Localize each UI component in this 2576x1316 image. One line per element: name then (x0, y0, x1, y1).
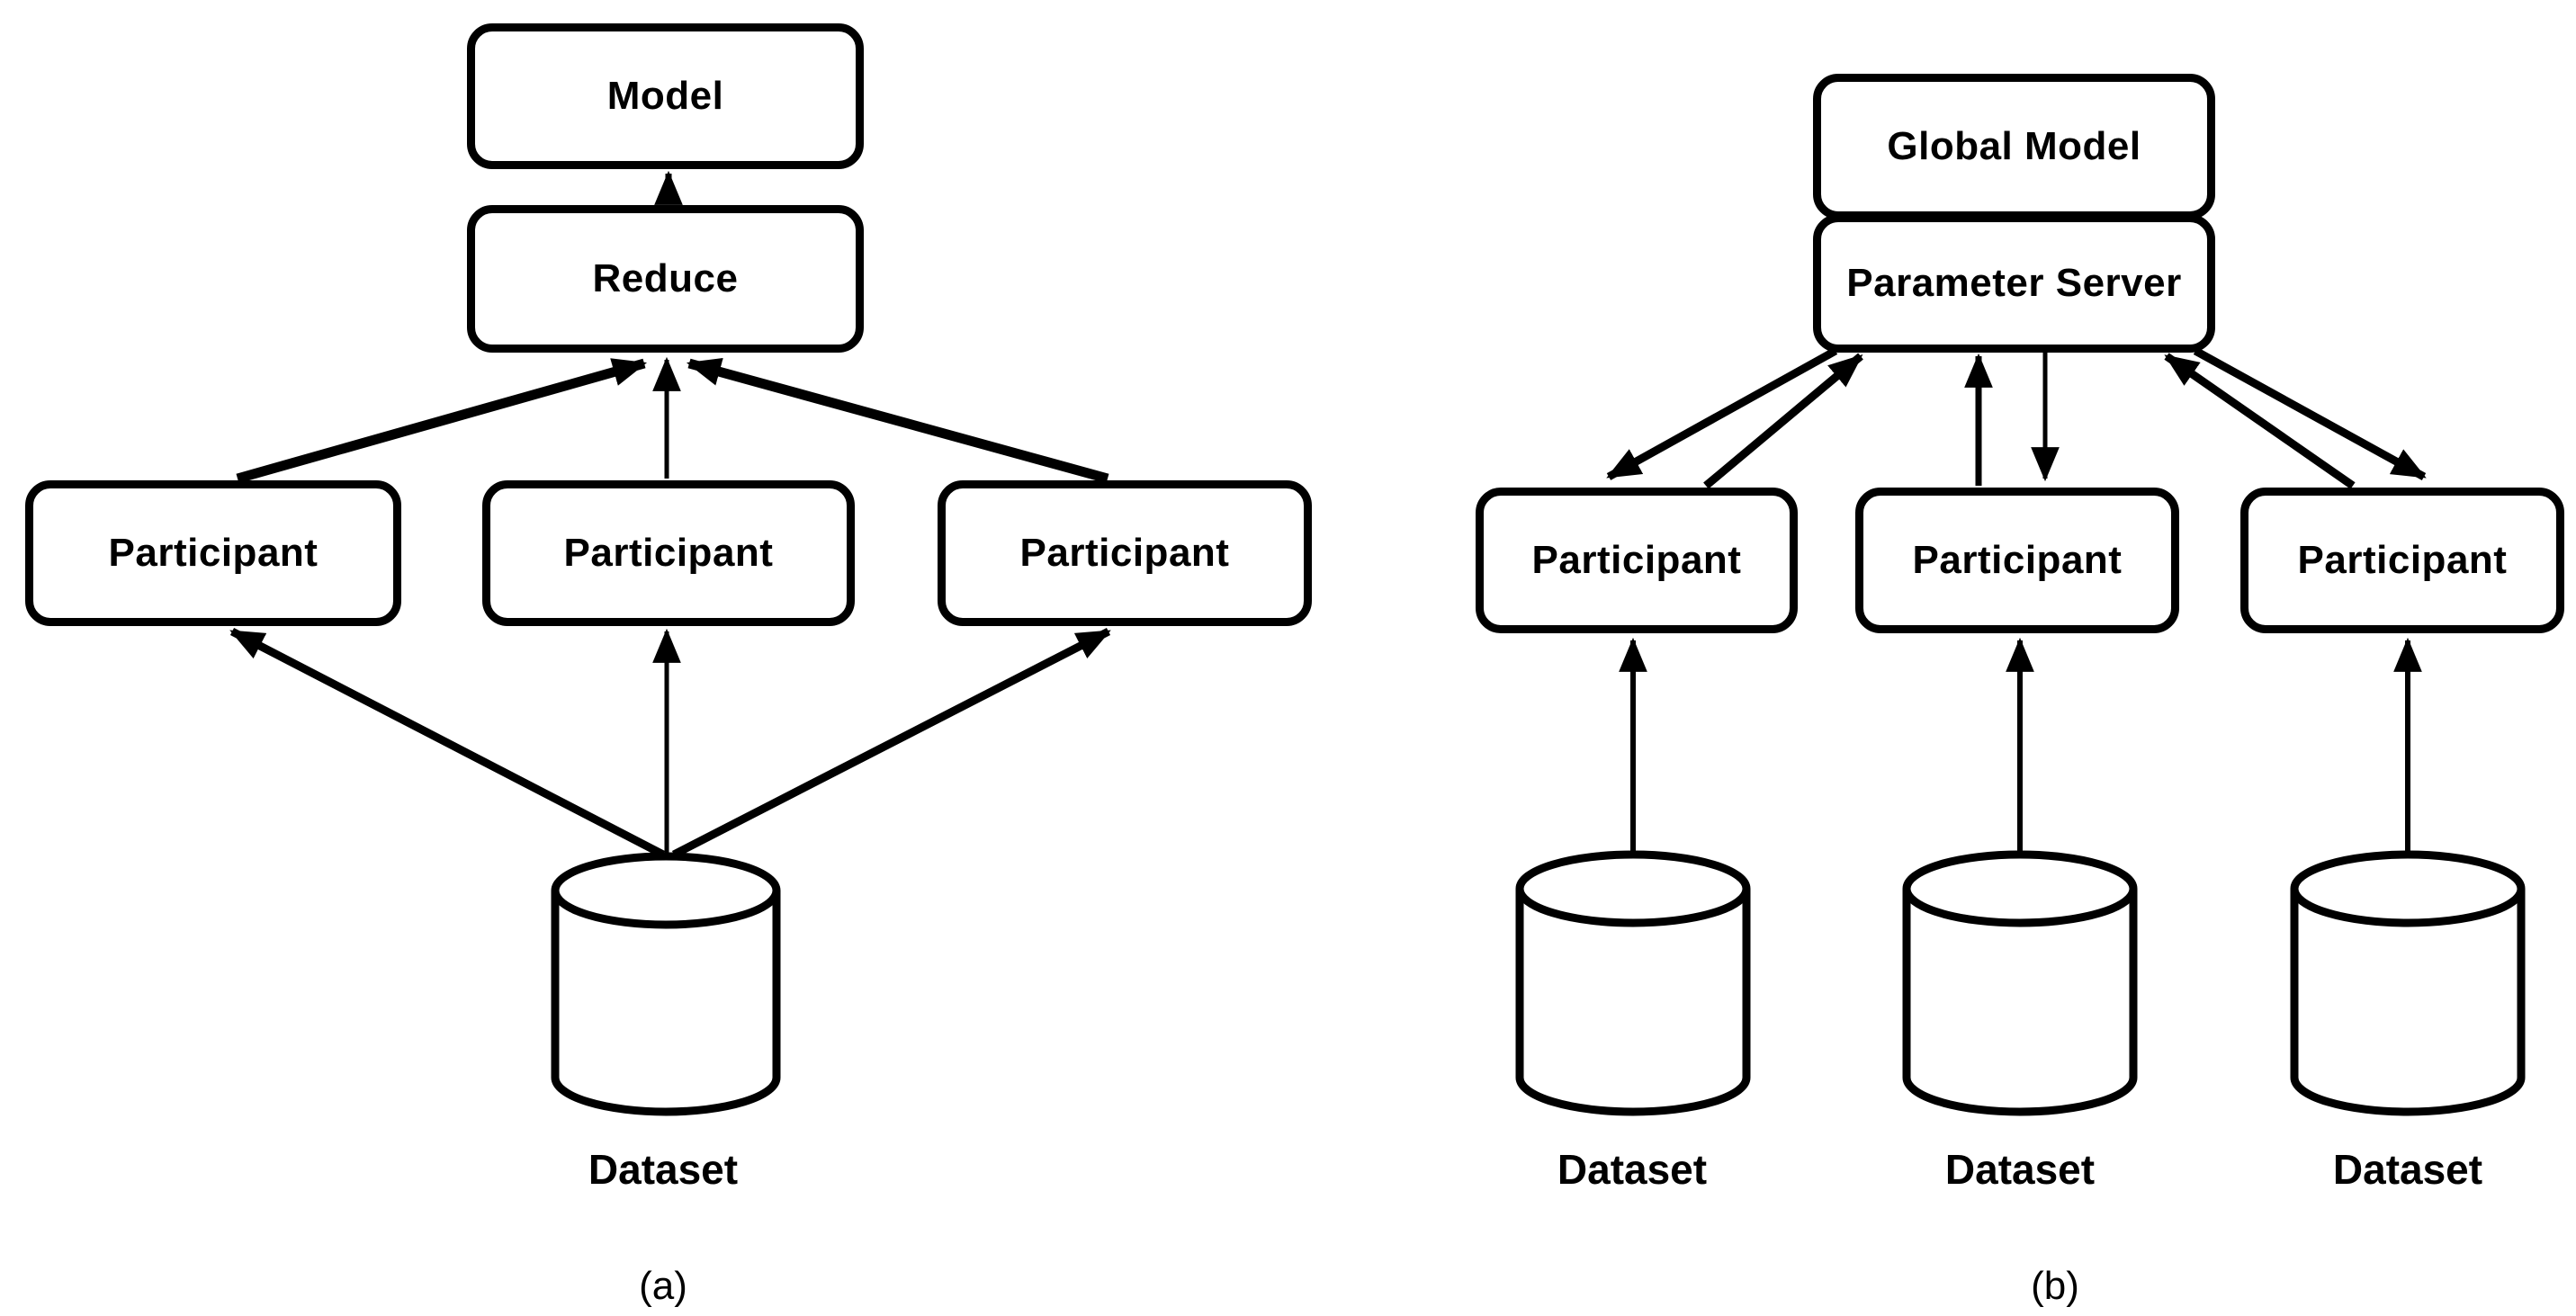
arrow-a-dataset-to-participant3 (671, 627, 1111, 859)
arrow-b-participant3-to-server (2164, 353, 2356, 489)
participant-box-a1: Participant (25, 480, 401, 626)
participant-box-b1: Participant (1476, 488, 1798, 633)
dataset-label-b2: Dataset (1944, 1146, 2096, 1193)
dataset-cylinder-b1 (1515, 850, 1751, 1116)
participant-box-b3: Participant (2240, 488, 2564, 633)
arrow-a-dataset-to-participant1 (229, 628, 666, 858)
participant-box-a2: Participant (482, 480, 855, 626)
global-model-box: Global Model (1813, 74, 2215, 219)
participant-box-a3: Participant (938, 480, 1312, 626)
dataset-label-b3: Dataset (2332, 1146, 2483, 1193)
arrow-b-server-to-participant3 (2193, 347, 2427, 480)
reduce-box: Reduce (467, 205, 864, 353)
parameter-server-box: Parameter Server (1813, 214, 2215, 353)
arrow-a-participant1-to-reduce (236, 358, 648, 484)
dataset-label-b1: Dataset (1557, 1146, 1708, 1193)
dataset-cylinder-b2 (1902, 850, 2138, 1116)
participant-box-b2: Participant (1855, 488, 2179, 633)
caption-b: (b) (2031, 1264, 2079, 1308)
dataset-label-a: Dataset (588, 1146, 739, 1193)
caption-a: (a) (639, 1264, 687, 1308)
dataset-cylinder-b3 (2290, 850, 2526, 1116)
model-box: Model (467, 23, 864, 169)
arrow-a-participant3-to-reduce (686, 357, 1109, 484)
arrow-b-participant1-to-server (1703, 353, 1863, 489)
dataset-cylinder-a (551, 852, 781, 1116)
arrow-b-server-to-participant1 (1606, 347, 1838, 480)
